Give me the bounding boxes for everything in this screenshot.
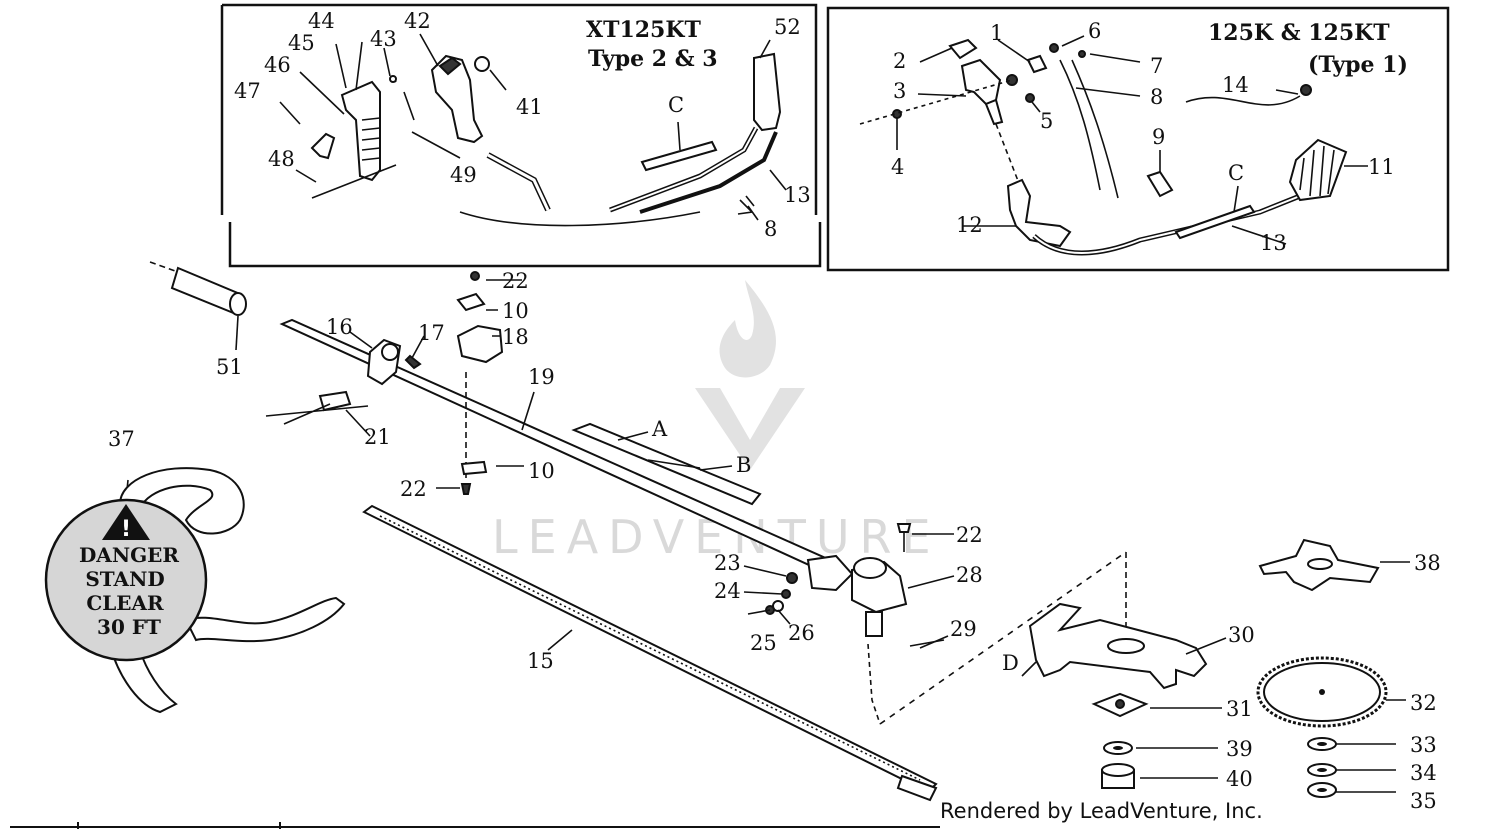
callout-B: B [736, 453, 751, 477]
callout-19: 19 [528, 365, 555, 389]
callout-16: 16 [326, 315, 353, 339]
callout-17: 17 [418, 321, 445, 345]
callout-18: 18 [502, 325, 529, 349]
svg-text:!: ! [121, 517, 131, 542]
danger-line-1: DANGER [79, 543, 179, 567]
callout-1: 1 [990, 21, 1003, 45]
callout-10b: 10 [528, 459, 555, 483]
watermark-flame-icon [719, 280, 776, 378]
callout-C1: C [668, 93, 684, 117]
inset-left: XT125KT Type 2 & 3 [220, 3, 822, 268]
callout-39: 39 [1226, 737, 1253, 761]
callout-24: 24 [714, 579, 741, 603]
callout-15: 15 [527, 649, 554, 673]
callout-22a: 22 [502, 269, 529, 293]
callout-34: 34 [1410, 761, 1437, 785]
callout-38: 38 [1414, 551, 1441, 575]
callout-49: 49 [450, 163, 477, 187]
callout-33: 33 [1410, 733, 1437, 757]
callout-13b: 13 [1260, 231, 1287, 255]
inset-right: 125K & 125KT (Type 1) [826, 6, 1450, 272]
callout-8a: 8 [1150, 85, 1163, 109]
callout-35: 35 [1410, 789, 1437, 813]
callout-48: 48 [268, 147, 295, 171]
inset-right-title-1: 125K & 125KT [1208, 20, 1390, 46]
warning-triangle-icon [102, 504, 150, 540]
callout-42: 42 [404, 9, 431, 33]
callout-22c: 22 [956, 523, 983, 547]
callout-14: 14 [1222, 73, 1249, 97]
callout-21: 21 [364, 425, 391, 449]
callout-C2: C [1228, 161, 1244, 185]
watermark-v-icon [695, 388, 805, 470]
callout-13a: 13 [784, 183, 811, 207]
callout-51: 51 [216, 355, 243, 379]
callouts: 1 2 3 4 5 6 7 8 8 9 10 10 11 12 13 13 14… [108, 9, 1441, 813]
danger-line-4: 30 FT [97, 615, 161, 639]
callout-40: 40 [1226, 767, 1253, 791]
callout-26: 26 [788, 621, 815, 645]
callout-47: 47 [234, 79, 261, 103]
inset-left-parts [279, 33, 787, 227]
callout-25: 25 [750, 631, 777, 655]
callout-A: A [651, 417, 668, 441]
danger-line-2: STAND [85, 567, 164, 591]
callout-12: 12 [956, 213, 983, 237]
callout-30: 30 [1228, 623, 1255, 647]
callout-8b: 8 [764, 217, 777, 241]
callout-22b: 22 [400, 477, 427, 501]
callout-46: 46 [264, 53, 291, 77]
callout-D: D [1002, 651, 1019, 675]
callout-32: 32 [1410, 691, 1437, 715]
callout-10a: 10 [502, 299, 529, 323]
inset-right-parts [859, 35, 1368, 256]
inset-left-title-2: Type 2 & 3 [588, 46, 718, 72]
danger-sign [44, 498, 208, 662]
callout-31: 31 [1226, 697, 1253, 721]
callout-29: 29 [950, 617, 977, 641]
watermark: LEADVENTURE [492, 280, 931, 564]
inset-right-title-2: (Type 1) [1308, 52, 1408, 78]
callout-11: 11 [1368, 155, 1395, 179]
callout-9: 9 [1152, 125, 1165, 149]
callout-43: 43 [370, 27, 397, 51]
callout-6: 6 [1088, 19, 1101, 43]
callout-2: 2 [893, 49, 906, 73]
danger-line-3: CLEAR [86, 591, 164, 615]
inset-left-title-1: XT125KT [586, 17, 701, 43]
callout-4: 4 [891, 155, 904, 179]
main-parts [125, 261, 1410, 802]
callout-44: 44 [308, 9, 335, 33]
callout-52: 52 [774, 15, 801, 39]
callout-45: 45 [288, 31, 315, 55]
callout-23: 23 [714, 551, 741, 575]
callout-41: 41 [516, 95, 543, 119]
credit-text: Rendered by LeadVenture, Inc. [940, 799, 1263, 823]
harness-strap: ! DANGER STAND CLEAR 30 FT [44, 467, 346, 714]
callout-3: 3 [893, 79, 906, 103]
callout-7: 7 [1150, 54, 1163, 78]
callout-37: 37 [108, 427, 135, 451]
callout-28: 28 [956, 563, 983, 587]
callout-5: 5 [1040, 109, 1053, 133]
